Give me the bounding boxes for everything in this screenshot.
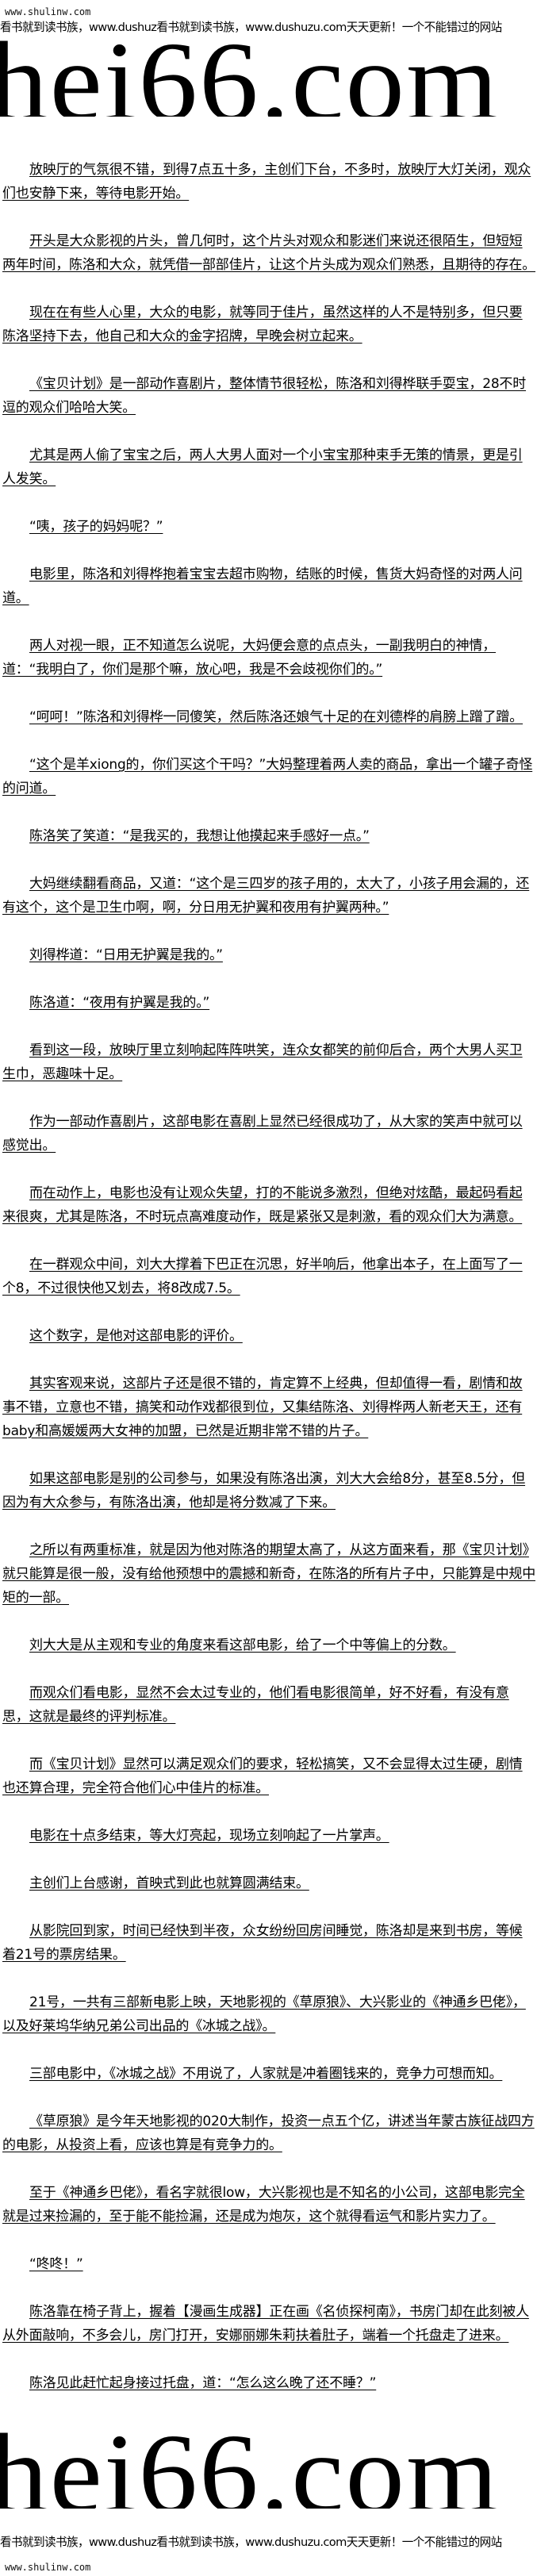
paragraph: 至于《神通乡巴佬》，看名字就很low，大兴影视也是不知名的小公司，这部电影完全就… xyxy=(2,2185,525,2225)
paragraph: 尤其是两人偷了宝宝之后，两人大男人面对一个小宝宝那种束手无策的情景，更是引人发笑… xyxy=(2,447,523,487)
paragraph: 在一群观众中间，刘大大撑着下巴正在沉思，好半响后，他拿出本子，在上面写了一个8，… xyxy=(2,1257,523,1296)
paragraph: 放映厅的气氛很不错，到得7点五十多，主创们下台，不多时，放映厅大灯关闭，观众们也… xyxy=(2,162,531,202)
paragraph: 电影在十点多结束，等大灯亮起，现场立刻响起了一片掌声。 xyxy=(29,1828,389,1844)
paragraph: 陈洛笑了笑道：“是我买的，我想让他摸起来手感好一点。” xyxy=(29,828,370,844)
promo-banner-top[interactable]: 看书就到读书族，www.dushuz看书就到读书族，www.dushuzu.co… xyxy=(0,21,502,34)
paragraph: 陈洛见此赶忙起身接过托盘，道：“怎么这么晚了还不睡？” xyxy=(29,2375,377,2391)
paragraph: “这个是羊xiong的，你们买这个干吗？”大妈整理着两人卖的商品，拿出一个罐子奇… xyxy=(2,757,533,797)
paragraph: 现在在有些人心里，大众的电影，就等同于佳片，虽然这样的人不是特别多，但只要陈洛坚… xyxy=(2,305,523,344)
paragraph: 如果这部电影是别的公司参与，如果没有陈洛出演，刘大大会给8分，甚至8.5分，但因… xyxy=(2,1471,526,1511)
paragraph: 看到这一段，放映厅里立刻响起阵阵哄笑，连众女都笑的前仰后合，两个大男人买卫生巾，… xyxy=(2,1042,523,1082)
paragraph: “咚咚！” xyxy=(29,2256,83,2272)
paragraph: 而在动作上，电影也没有让观众失望，打的不能说多激烈，但绝对炫酷，最起码看起来很爽… xyxy=(2,1185,523,1225)
paragraph: 两人对视一眼，正不知道怎么说呢，大妈便会意的点点头，一副我明白的神情，道：“我明… xyxy=(2,638,496,678)
paragraph: “咦，孩子的妈妈呢？” xyxy=(29,519,163,535)
paragraph: 这个数字，是他对这部电影的评价。 xyxy=(29,1328,243,1344)
paragraph: 之所以有两重标准，就是因为他对陈洛的期望太高了，从这方面来看，那《宝贝计划》就只… xyxy=(2,1542,535,1606)
logo-text: hei66.com xyxy=(0,2429,501,2509)
paragraph: 《草原狼》是今年天地影视的020大制作，投资一点五个亿，讲述当年蒙古族征战四方的… xyxy=(2,2113,535,2153)
site-logo-top: hei66.com xyxy=(0,37,560,117)
paragraph: 从影院回到家，时间已经快到半夜，众女纷纷回房间睡觉，陈洛却是来到书房，等候着21… xyxy=(2,1923,523,1963)
chapter-text: 放映厅的气氛很不错，到得7点五十多，主创们下台，不多时，放映厅大灯关闭，观众们也… xyxy=(2,158,535,2419)
paragraph: 其实客观来说，这部片子还是很不错的，肯定算不上经典，但却值得一看，剧情和故事不错… xyxy=(2,1376,523,1439)
logo-text: hei66.com xyxy=(0,37,501,117)
paragraph: 刘得桦道：“日用无护翼是我的。” xyxy=(29,947,223,963)
paragraph: 大妈继续翻看商品，又道：“这个是三四岁的孩子用的，太大了，小孩子用会漏的，还有这… xyxy=(2,876,530,916)
paragraph: 主创们上台感谢，首映式到此也就算圆满结束。 xyxy=(29,1875,309,1891)
paragraph: 作为一部动作喜剧片，这部电影在喜剧上显然已经很成功了，从大家的笑声中就可以感觉出… xyxy=(2,1114,523,1154)
paragraph: 而观众们看电影，显然不会太过专业的，他们看电影很简单，好不好看，有没有意思，这就… xyxy=(2,1685,509,1725)
site-logo-bottom: hei66.com xyxy=(0,2429,560,2509)
site-url-bottom[interactable]: www.shulinw.com xyxy=(5,2562,91,2573)
paragraph: 电影里，陈洛和刘得桦抱着宝宝去超市购物，结账的时候，售货大妈奇怪的对两人问道。 xyxy=(2,566,523,606)
paragraph: 陈洛道：“夜用有护翼是我的。” xyxy=(29,995,210,1011)
paragraph: 开头是大众影视的片头，曾几何时，这个片头对观众和影迷们来说还很陌生，但短短两年时… xyxy=(2,233,535,273)
promo-banner-bottom[interactable]: 看书就到读书族，www.dushuz看书就到读书族，www.dushuzu.co… xyxy=(0,2536,502,2549)
paragraph: 21号，一共有三部新电影上映，天地影视的《草原狼》、大兴影业的《神通乡巴佬》，以… xyxy=(2,1994,526,2034)
paragraph: 三部电影中，《冰城之战》不用说了，人家就是冲着圈钱来的，竞争力可想而知。 xyxy=(29,2066,503,2082)
paragraph: 陈洛靠在椅子背上，握着【漫画生成器】正在画《名侦探柯南》，书房门却在此刻被人从外… xyxy=(2,2304,529,2344)
paragraph: 而《宝贝计划》显然可以满足观众们的要求，轻松搞笑，又不会显得太过生硬，剧情也还算… xyxy=(2,1756,523,1796)
paragraph: 《宝贝计划》是一部动作喜剧片，整体情节很轻松，陈洛和刘得桦联手耍宝，28不时逗的… xyxy=(2,376,527,416)
paragraph: 刘大大是从主观和专业的角度来看这部电影，给了一个中等偏上的分数。 xyxy=(29,1637,456,1653)
paragraph: “呵呵！”陈洛和刘得桦一同傻笑，然后陈洛还娘气十足的在刘德桦的肩膀上蹭了蹭。 xyxy=(29,709,524,725)
site-url-top[interactable]: www.shulinw.com xyxy=(5,6,91,17)
